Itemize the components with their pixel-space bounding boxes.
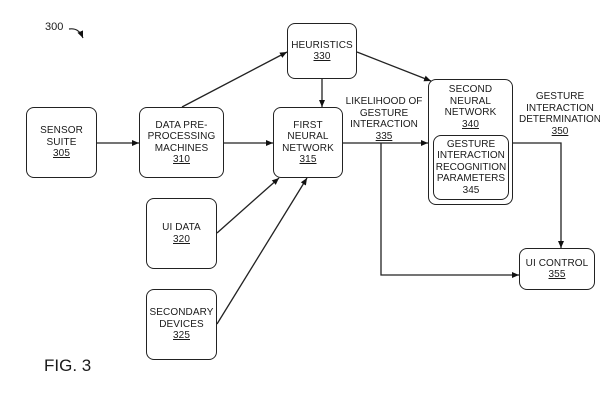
node-ref: 330 xyxy=(313,51,331,62)
node-text: GESTURE xyxy=(446,138,496,150)
node-text: PROCESSING xyxy=(147,131,216,142)
node-text: RECOGNITION xyxy=(435,161,507,173)
edge-second-nn-to-ui-control xyxy=(513,142,564,248)
edge-label-likelihood: LIKELIHOOD OF GESTURE INTERACTION 335 xyxy=(342,96,426,142)
edge-label-determination: GESTURE INTERACTION DETERMINATION 350 xyxy=(518,91,600,137)
node-first-neural-network: FIRST NEURAL NETWORK 315 xyxy=(273,107,343,178)
node-text: FIRST xyxy=(293,119,323,131)
node-text: PARAMETERS xyxy=(436,173,506,185)
edge-secondary-to-first-nn xyxy=(216,177,308,325)
node-text: INTERACTION xyxy=(437,150,505,162)
node-text: NETWORK xyxy=(282,142,334,154)
figure-ref-number: 300 xyxy=(45,21,64,33)
figure-ref-arrow xyxy=(68,28,84,39)
edge-label-text: GESTURE xyxy=(535,91,585,102)
edge-preprocessing-to-heuristics xyxy=(181,51,288,108)
edge-label-ref: 350 xyxy=(551,125,569,137)
node-text: NEURAL xyxy=(287,131,329,142)
node-data-preprocessing: DATA PRE- PROCESSING MACHINES 310 xyxy=(139,107,224,178)
node-text: HEURISTICS xyxy=(291,39,353,51)
edge-label-text: INTERACTION xyxy=(526,102,594,114)
edge-ui-data-to-first-nn xyxy=(216,177,280,234)
edge-label-text: DETERMINATION xyxy=(518,114,600,125)
node-ref: 355 xyxy=(548,269,566,280)
edge-label-text: LIKELIHOOD OF xyxy=(345,96,423,107)
node-heuristics: HEURISTICS 330 xyxy=(287,23,357,79)
node-ref: 315 xyxy=(299,154,317,165)
edge-heuristics-to-second-nn xyxy=(356,51,432,82)
edge-label-text: GESTURE xyxy=(359,107,409,119)
node-ref: 320 xyxy=(173,233,190,245)
node-ref: 310 xyxy=(173,154,190,165)
node-ui-control: UI CONTROL 355 xyxy=(519,248,595,290)
node-ref: 325 xyxy=(173,330,190,342)
node-text: DATA PRE- xyxy=(155,119,208,131)
node-secondary-devices: SECONDARY DEVICES 325 xyxy=(146,289,217,360)
node-text: UI DATA xyxy=(162,222,201,233)
node-text: MACHINES xyxy=(154,142,209,154)
node-text: SECOND xyxy=(448,84,493,95)
node-ref: 340 xyxy=(462,118,479,130)
node-ref: 305 xyxy=(53,148,70,160)
figure-caption: FIG. 3 xyxy=(44,356,92,375)
node-text: DEVICES xyxy=(159,318,204,330)
node-text: NETWORK xyxy=(444,107,497,118)
node-gesture-recognition-parameters: GESTURE INTERACTION RECOGNITION PARAMETE… xyxy=(433,135,509,200)
edge-first-nn-to-ui-control xyxy=(380,143,519,278)
node-text: UI CONTROL xyxy=(525,257,589,269)
node-text: SUITE xyxy=(46,136,77,148)
edge-label-text: INTERACTION xyxy=(350,119,418,130)
node-text: NEURAL xyxy=(449,95,492,107)
node-text: SECONDARY xyxy=(149,307,214,319)
node-text: SENSOR xyxy=(40,125,83,137)
node-sensor-suite: SENSOR SUITE 305 xyxy=(26,107,97,178)
node-ui-data: UI DATA 320 xyxy=(146,198,217,269)
edge-label-ref: 335 xyxy=(375,130,393,142)
node-ref: 345 xyxy=(462,184,480,196)
